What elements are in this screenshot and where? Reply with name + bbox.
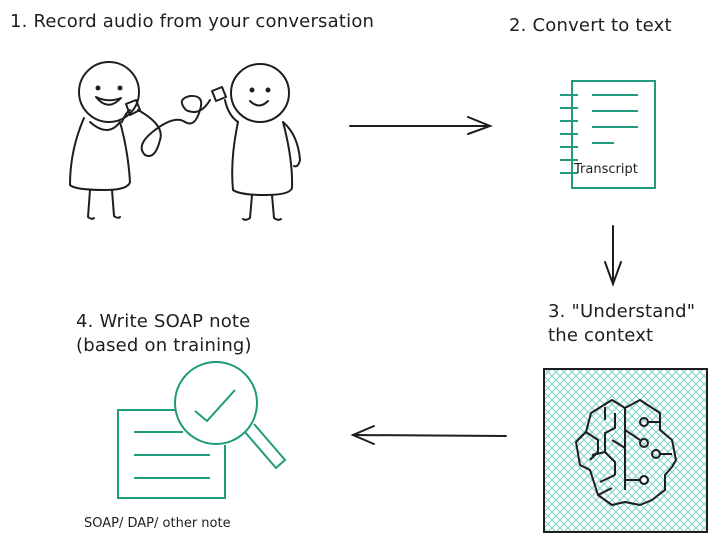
- step-4-label-line2: (based on training): [76, 335, 252, 356]
- arrow-down: [604, 225, 622, 287]
- step-4-label-line1: 4. Write SOAP note: [76, 311, 251, 332]
- transcript-icon: [560, 80, 656, 189]
- step-3-label-line1: 3. "Understand": [548, 301, 696, 322]
- step-2-label: 2. Convert to text: [509, 15, 672, 36]
- conversation-figures-icon: [69, 61, 301, 221]
- arrow-right: [349, 116, 493, 135]
- step-3-label-line2: the context: [548, 325, 654, 346]
- arrow-left: [350, 425, 507, 445]
- ai-brain-icon: [543, 368, 708, 533]
- transcript-caption: Transcript: [573, 162, 638, 177]
- step-1-label: 1. Record audio from your conversation: [10, 11, 375, 32]
- soap-note-caption: SOAP/ DAP/ other note: [84, 516, 231, 531]
- soap-note-review-icon: [117, 361, 287, 499]
